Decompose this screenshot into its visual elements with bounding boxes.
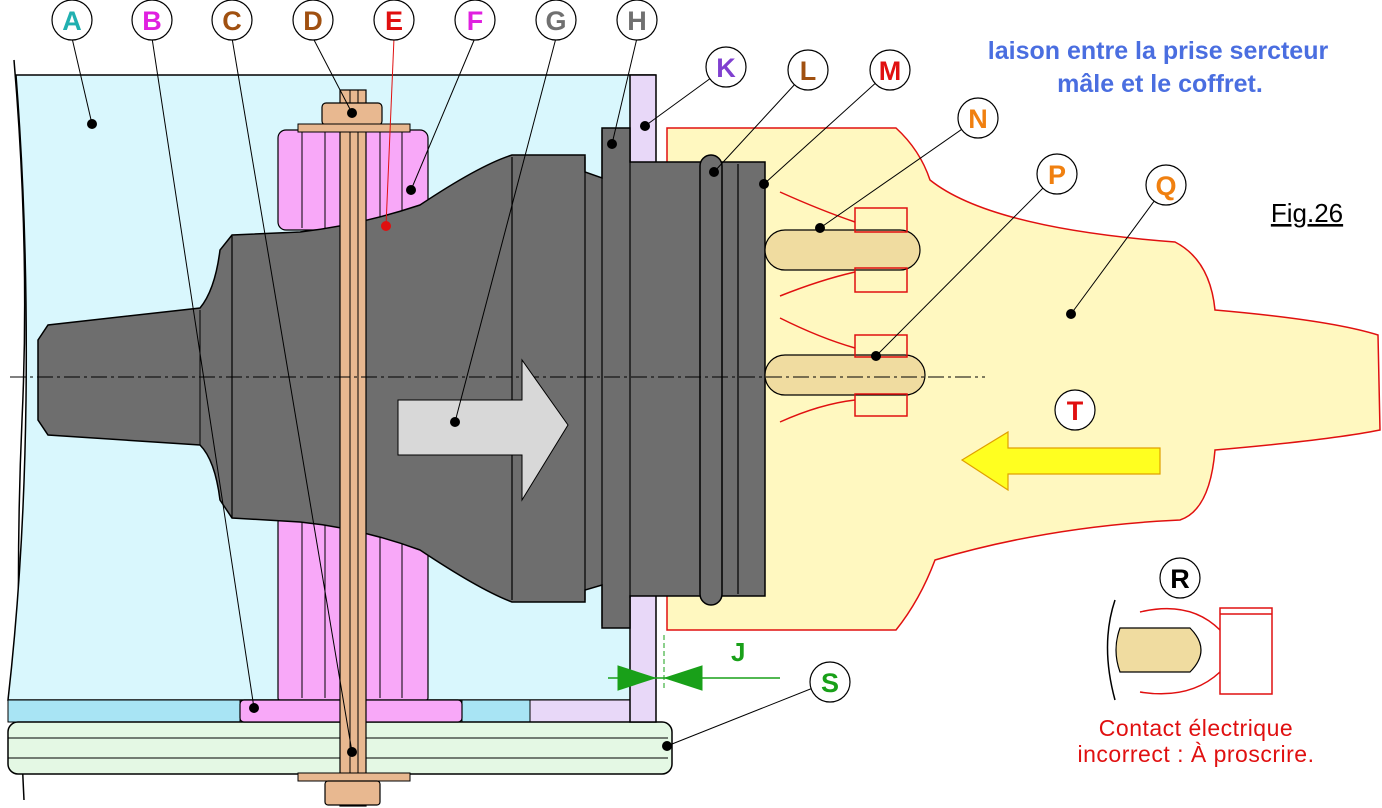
- svg-text:M: M: [879, 56, 902, 86]
- svg-text:B: B: [142, 6, 162, 36]
- svg-text:K: K: [716, 53, 736, 83]
- plug-direction-arrow: [960, 430, 1161, 492]
- svg-text:N: N: [968, 104, 988, 134]
- bolt: [297, 89, 411, 807]
- title-line-2: mâle et le coffret.: [1057, 70, 1263, 98]
- svg-text:P: P: [1048, 160, 1066, 190]
- svg-text:A: A: [62, 6, 82, 36]
- callout-H: H: [616, 0, 658, 41]
- svg-text:H: H: [627, 6, 647, 36]
- plug-pins: [764, 229, 926, 396]
- callout-E: E: [373, 0, 415, 41]
- callout-S: S: [809, 661, 851, 703]
- callout-B: B: [131, 0, 173, 41]
- svg-text:D: D: [303, 6, 323, 36]
- warning-line-1: Contact électrique: [1099, 715, 1293, 741]
- callout-A: A: [51, 0, 93, 41]
- callout-F: F: [454, 0, 496, 41]
- svg-text:Q: Q: [1155, 171, 1176, 201]
- callout-G: G: [535, 0, 577, 41]
- gap-label: J: [731, 637, 745, 667]
- callout-K: K: [705, 46, 747, 88]
- callout-C: C: [211, 0, 253, 41]
- svg-text:R: R: [1170, 564, 1190, 594]
- warning-line-2: incorrect : À proscrire.: [1078, 741, 1315, 767]
- svg-text:S: S: [821, 668, 839, 698]
- callout-T: T: [1054, 389, 1096, 431]
- callout-M: M: [869, 49, 911, 91]
- svg-text:E: E: [385, 6, 403, 36]
- callout-L: L: [787, 49, 829, 91]
- leader-dots: [87, 108, 1076, 757]
- svg-text:C: C: [222, 6, 242, 36]
- svg-text:G: G: [545, 6, 566, 36]
- socket-body: [37, 127, 766, 629]
- callout-R: R: [1159, 557, 1201, 599]
- callout-P: P: [1036, 153, 1078, 195]
- socket-contacts: [779, 191, 908, 423]
- callout-N: N: [957, 97, 999, 139]
- callout-D: D: [292, 0, 334, 41]
- svg-text:L: L: [800, 56, 817, 86]
- incorrect-contact-inset: [1106, 599, 1273, 701]
- svg-text:F: F: [467, 6, 484, 36]
- callout-Q: Q: [1145, 164, 1187, 206]
- figure-label: Fig.26: [1271, 198, 1343, 228]
- leader-lines: [71, 37, 1167, 753]
- gap-dimension: [608, 635, 780, 691]
- insertion-direction-arrow: [397, 358, 569, 502]
- title-line-1: laison entre la prise sercteur: [988, 37, 1329, 65]
- svg-text:T: T: [1067, 396, 1084, 426]
